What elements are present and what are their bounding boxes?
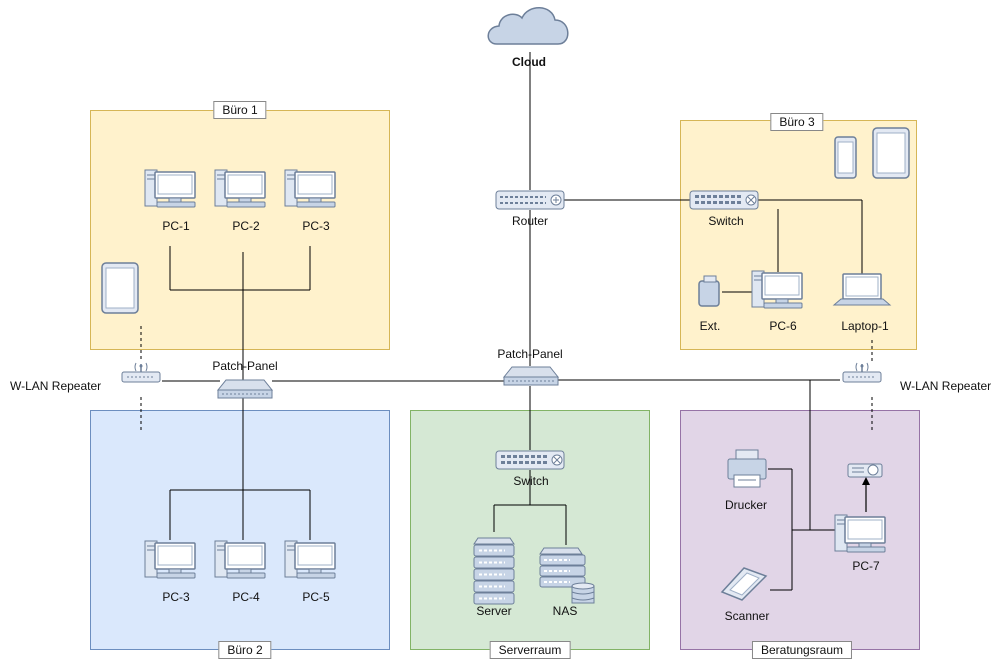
patch-panel-center-label: Patch-Panel xyxy=(497,347,563,361)
desktop-pc-icon xyxy=(751,270,803,309)
nas-label: NAS xyxy=(552,604,578,618)
wifi-repeater-icon xyxy=(121,362,161,383)
pc4-label: PC-4 xyxy=(232,590,260,604)
server-rack-icon xyxy=(473,537,515,605)
desktop-pc-icon xyxy=(284,540,336,579)
switch-icon xyxy=(689,190,759,210)
desktop-pc-icon xyxy=(144,540,196,579)
room-label-buero2: Büro 2 xyxy=(218,641,272,659)
server-label: Server xyxy=(476,604,512,618)
nas-icon xyxy=(539,547,595,604)
tablet-icon xyxy=(872,127,910,179)
room-label-buero1: Büro 1 xyxy=(213,101,267,119)
switch-buero3-label: Switch xyxy=(708,214,744,228)
router-icon xyxy=(495,190,565,210)
patch-panel-left-label: Patch-Panel xyxy=(212,359,278,373)
wifi-repeater-icon xyxy=(842,362,882,383)
laptop1-label: Laptop-1 xyxy=(841,319,889,333)
wlan-repeater-right-label: W-LAN Repeater xyxy=(900,379,992,393)
room-buero2 xyxy=(90,410,390,650)
laptop-icon xyxy=(832,273,892,306)
desktop-pc-icon xyxy=(214,169,266,208)
ext-label: Ext. xyxy=(699,319,721,333)
pc7-label: PC-7 xyxy=(852,559,880,573)
room-label-buero3: Büro 3 xyxy=(770,113,824,131)
desktop-pc-icon xyxy=(284,169,336,208)
pc5-label: PC-5 xyxy=(302,590,330,604)
cloud-label: Cloud xyxy=(512,55,546,69)
patch-panel-icon xyxy=(503,366,559,386)
pc6-label: PC-6 xyxy=(769,319,797,333)
scanner-icon xyxy=(720,567,768,601)
pc2-label: PC-2 xyxy=(232,219,260,233)
pc3-buero2-label: PC-3 xyxy=(162,590,190,604)
scanner-label: Scanner xyxy=(724,609,770,623)
drucker-label: Drucker xyxy=(724,498,768,512)
router-label: Router xyxy=(511,214,549,228)
switch-icon xyxy=(495,450,565,470)
room-label-serverraum: Serverraum xyxy=(489,641,571,659)
desktop-pc-icon xyxy=(214,540,266,579)
smartphone-icon xyxy=(834,136,857,179)
projector-icon xyxy=(847,463,883,478)
pc1-label: PC-1 xyxy=(162,219,190,233)
switch-server-label: Switch xyxy=(513,474,549,488)
room-label-beratungsraum: Beratungsraum xyxy=(751,641,853,659)
desktop-pc-icon xyxy=(834,514,886,553)
room-buero1 xyxy=(90,110,390,350)
cloud-icon xyxy=(487,7,569,45)
tablet-icon xyxy=(101,262,139,314)
wlan-repeater-left-label: W-LAN Repeater xyxy=(10,379,102,393)
pc3-label: PC-3 xyxy=(302,219,330,233)
printer-icon xyxy=(727,449,767,488)
patch-panel-icon xyxy=(217,379,273,399)
external-drive-icon xyxy=(698,275,720,307)
desktop-pc-icon xyxy=(144,169,196,208)
